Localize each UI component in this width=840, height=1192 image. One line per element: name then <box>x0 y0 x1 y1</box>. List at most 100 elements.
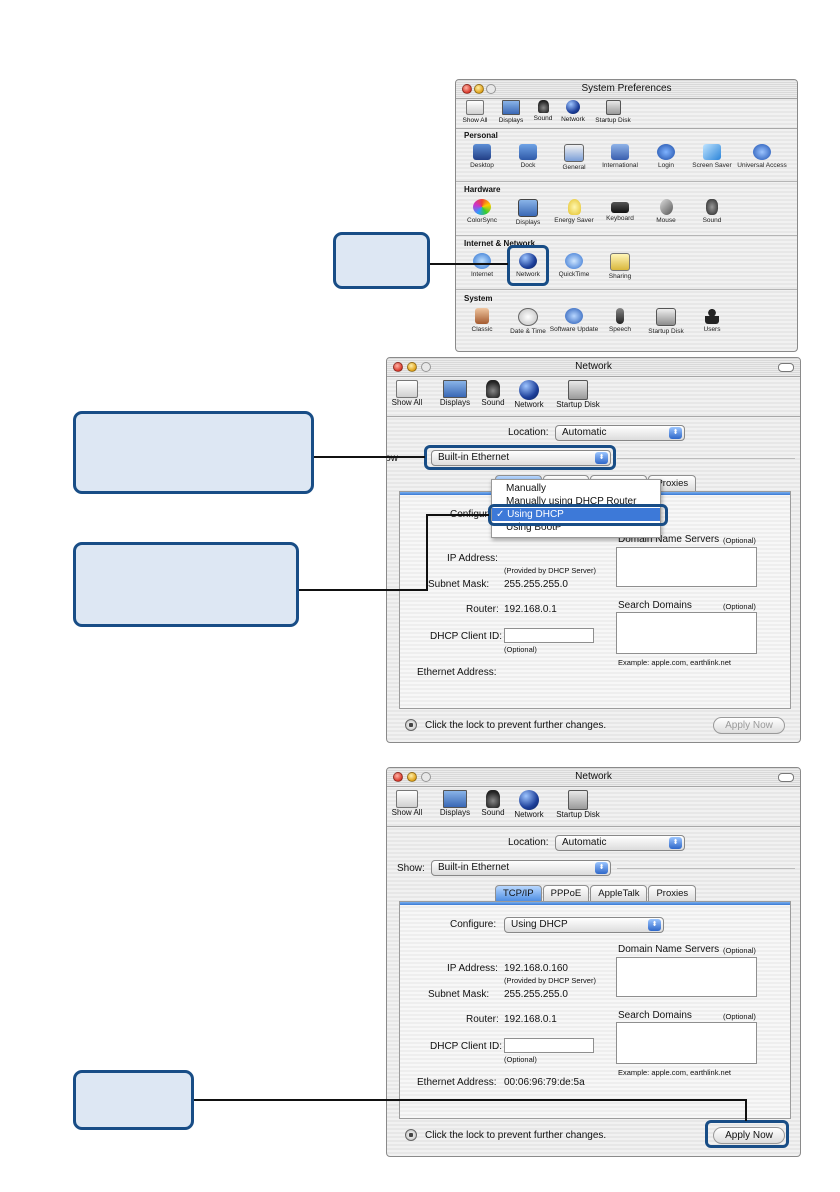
section-hardware: Hardware <box>464 185 501 194</box>
apply-now-button[interactable]: Apply Now <box>713 1127 785 1144</box>
configure-dropdown-menu: Manually Manually using DHCP Router ✓ Us… <box>491 479 661 538</box>
toolbar-network[interactable]: Network <box>510 790 548 819</box>
pref-quicktime[interactable]: QuickTime <box>548 253 600 278</box>
network-window-2: Network Show All Displays Sound Network … <box>386 767 801 1157</box>
pref-mouse[interactable]: Mouse <box>640 199 692 224</box>
network-globe-icon <box>519 790 539 810</box>
dns-optional-label: (Optional) <box>723 536 756 545</box>
lock-icon[interactable] <box>405 1129 417 1141</box>
menu-item-using-dhcp[interactable]: ✓ Using DHCP <box>492 508 660 521</box>
pref-universal-access[interactable]: Universal Access <box>736 144 788 169</box>
pref-desktop[interactable]: Desktop <box>456 144 508 169</box>
tab-pppoe[interactable]: PPPoE <box>542 885 590 901</box>
popup-arrows-icon: ⬍ <box>648 919 661 931</box>
zoom-window-button[interactable] <box>486 84 496 94</box>
toolbar-toggle-button[interactable] <box>778 773 794 782</box>
divider <box>617 868 795 869</box>
dhcp-client-id-optional: (Optional) <box>504 1055 537 1064</box>
toolbar-toggle-button[interactable] <box>778 363 794 372</box>
pref-login[interactable]: Login <box>640 144 692 169</box>
tcpip-panel: Configure: Using DHCP⬍ Domain Name Serve… <box>399 901 791 1119</box>
toolbar-displays[interactable]: Displays <box>437 380 473 407</box>
desktop-icon <box>473 144 491 160</box>
pref-international[interactable]: International <box>594 144 646 169</box>
toolbar-network[interactable]: Network <box>510 380 548 409</box>
pref-energy-saver[interactable]: Energy Saver <box>548 199 600 224</box>
pref-dock[interactable]: Dock <box>502 144 554 169</box>
minimize-window-button[interactable] <box>474 84 484 94</box>
search-domains-example: Example: apple.com, earthlink.net <box>618 658 731 667</box>
toolbar-network[interactable]: Network <box>556 100 590 123</box>
show-all-icon <box>396 380 418 398</box>
pref-speech[interactable]: Speech <box>594 308 646 333</box>
pref-internet[interactable]: Internet <box>456 253 508 278</box>
pref-users[interactable]: Users <box>686 308 738 333</box>
pref-displays[interactable]: Displays <box>502 199 554 226</box>
lock-icon[interactable] <box>405 719 417 731</box>
dns-optional-label: (Optional) <box>723 946 756 955</box>
menu-item-manually[interactable]: Manually <box>506 483 547 494</box>
location-popup[interactable]: Automatic⬍ <box>555 425 685 441</box>
search-domains-field[interactable] <box>616 1022 757 1064</box>
close-window-button[interactable] <box>393 772 403 782</box>
toolbar-displays[interactable]: Displays <box>437 790 473 817</box>
dhcp-client-id-field[interactable] <box>504 1038 594 1053</box>
close-window-button[interactable] <box>393 362 403 372</box>
zoom-window-button[interactable] <box>421 362 431 372</box>
tab-tcpip[interactable]: TCP/IP <box>495 885 542 901</box>
toolbar-show-all[interactable]: Show All <box>389 790 425 817</box>
toolbar-sound[interactable]: Sound <box>530 100 556 122</box>
pref-colorsync[interactable]: ColorSync <box>456 199 508 224</box>
toolbar-startup-disk[interactable]: Startup Disk <box>553 380 603 409</box>
show-popup[interactable]: Built-in Ethernet⬍ <box>431 860 611 876</box>
dns-servers-field[interactable] <box>616 957 757 997</box>
pref-classic[interactable]: Classic <box>456 308 508 333</box>
pref-date-time[interactable]: Date & Time <box>502 308 554 335</box>
tab-appletalk[interactable]: AppleTalk <box>590 885 648 901</box>
dock-icon <box>519 144 537 160</box>
toolbar-sound[interactable]: Sound <box>477 790 509 817</box>
callout-connector <box>426 514 489 516</box>
pref-general[interactable]: General <box>548 144 600 171</box>
zoom-window-button[interactable] <box>421 772 431 782</box>
location-label: Location: <box>508 427 549 438</box>
tab-proxies[interactable]: Proxies <box>648 885 697 901</box>
show-popup[interactable]: Built-in Ethernet⬍ <box>431 450 611 466</box>
minimize-window-button[interactable] <box>407 772 417 782</box>
pref-sound[interactable]: Sound <box>686 199 738 224</box>
pref-keyboard[interactable]: Keyboard <box>594 199 646 222</box>
pref-network[interactable]: Network <box>502 253 554 278</box>
pref-software-update[interactable]: Software Update <box>548 308 600 333</box>
ip-address-label: IP Address: <box>447 963 498 974</box>
location-popup[interactable]: Automatic⬍ <box>555 835 685 851</box>
menu-item-using-bootp[interactable]: Using BootP <box>506 522 562 533</box>
pref-startup-disk[interactable]: Startup Disk <box>640 308 692 335</box>
dns-servers-field[interactable] <box>616 547 757 587</box>
toolbar-startup-disk[interactable]: Startup Disk <box>553 790 603 819</box>
dhcp-client-id-field[interactable] <box>504 628 594 643</box>
toolbar-displays[interactable]: Displays <box>496 100 526 124</box>
minimize-window-button[interactable] <box>407 362 417 372</box>
lock-text: Click the lock to prevent further change… <box>425 720 607 731</box>
pref-screen-saver[interactable]: Screen Saver <box>686 144 738 169</box>
toolbar: Show All Displays Sound Network Startup … <box>387 376 800 417</box>
network-globe-icon <box>519 253 537 269</box>
menu-item-manually-dhcp-router[interactable]: Manually using DHCP Router <box>506 496 637 507</box>
speaker-icon <box>486 380 500 398</box>
speaker-icon <box>537 100 549 113</box>
toolbar-show-all[interactable]: Show All <box>389 380 425 407</box>
dhcp-client-id-label: DHCP Client ID: <box>430 631 503 642</box>
search-domains-field[interactable] <box>616 612 757 654</box>
apply-now-button[interactable]: Apply Now <box>713 717 785 734</box>
configure-popup[interactable]: Using DHCP⬍ <box>504 917 664 933</box>
apply-now-highlight <box>705 1120 789 1148</box>
pref-sharing[interactable]: Sharing <box>594 253 646 280</box>
toolbar-startup-disk[interactable]: Startup Disk <box>590 100 636 124</box>
close-window-button[interactable] <box>462 84 472 94</box>
toolbar-show-all[interactable]: Show All <box>460 100 490 124</box>
section-personal: Personal <box>464 131 498 140</box>
callout-box-4 <box>73 1070 194 1130</box>
toolbar-sound[interactable]: Sound <box>477 380 509 407</box>
subnet-mask-value: 255.255.255.0 <box>504 579 568 590</box>
subnet-mask-value: 255.255.255.0 <box>504 989 568 1000</box>
